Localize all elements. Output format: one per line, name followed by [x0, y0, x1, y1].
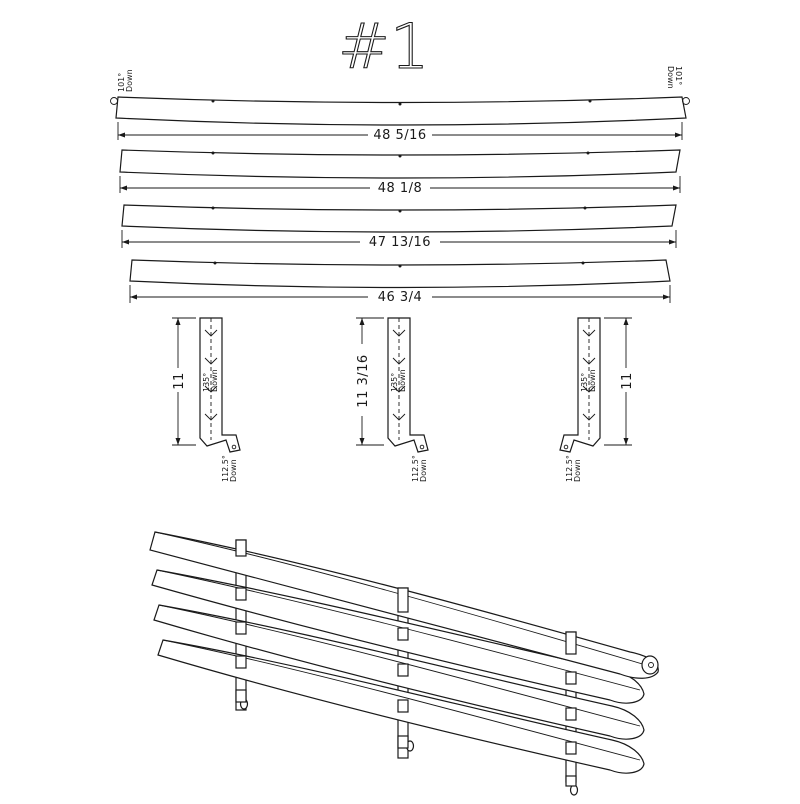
bracket-1-tab-note: Down — [229, 459, 238, 482]
assembly-view — [149, 531, 659, 796]
bar-2: 48 1/8 — [119, 149, 681, 196]
bracket-1-height: 11 — [172, 372, 187, 390]
bracket-2-tab-angle: 112.5° — [411, 455, 420, 482]
bracket-1: 11 135° Down 112.5° Down — [170, 317, 241, 482]
bracket-2: 11 3/16 135° Down 112.5° Down — [354, 317, 429, 482]
bracket-3-tab-note: Down — [573, 459, 582, 482]
bar-1-left-angle: 101° — [117, 73, 126, 92]
bar-3-dimension: 47 13/16 — [369, 235, 431, 250]
bar-1-dimension: 48 5/16 — [373, 128, 426, 143]
bar-3: 47 13/16 — [121, 204, 677, 250]
bracket-2-tab-note: Down — [419, 459, 428, 482]
bar-1-right-angle: 101° — [674, 66, 683, 85]
bracket-3-fold-angle: 135° — [580, 373, 589, 392]
bracket-3-height: 11 — [620, 372, 635, 390]
bracket-2-height: 11 3/16 — [356, 354, 371, 407]
bracket-1-tab-angle: 112.5° — [221, 455, 230, 482]
bar-1: 48 5/16 101° Down 101° Down — [110, 66, 690, 143]
bracket-1-fold-note: Down — [210, 369, 219, 392]
bar-4: 46 3/4 — [129, 259, 671, 305]
bracket-2-fold-angle: 135° — [390, 373, 399, 392]
bar-1-right-note: Down — [666, 66, 675, 89]
bar-2-dimension: 48 1/8 — [378, 181, 423, 196]
bracket-1-fold-angle: 135° — [202, 373, 211, 392]
bar-4-dimension: 46 3/4 — [378, 290, 423, 305]
assembly-post-tabs — [235, 539, 577, 787]
bar-1-left-note: Down — [125, 69, 134, 92]
bracket-3-tab-angle: 112.5° — [565, 455, 574, 482]
bracket-3: 11 135° Down 112.5° Down — [559, 317, 635, 482]
bracket-3-fold-note: Down — [588, 369, 597, 392]
drawing-title: #1 — [338, 10, 429, 83]
bracket-2-fold-note: Down — [398, 369, 407, 392]
